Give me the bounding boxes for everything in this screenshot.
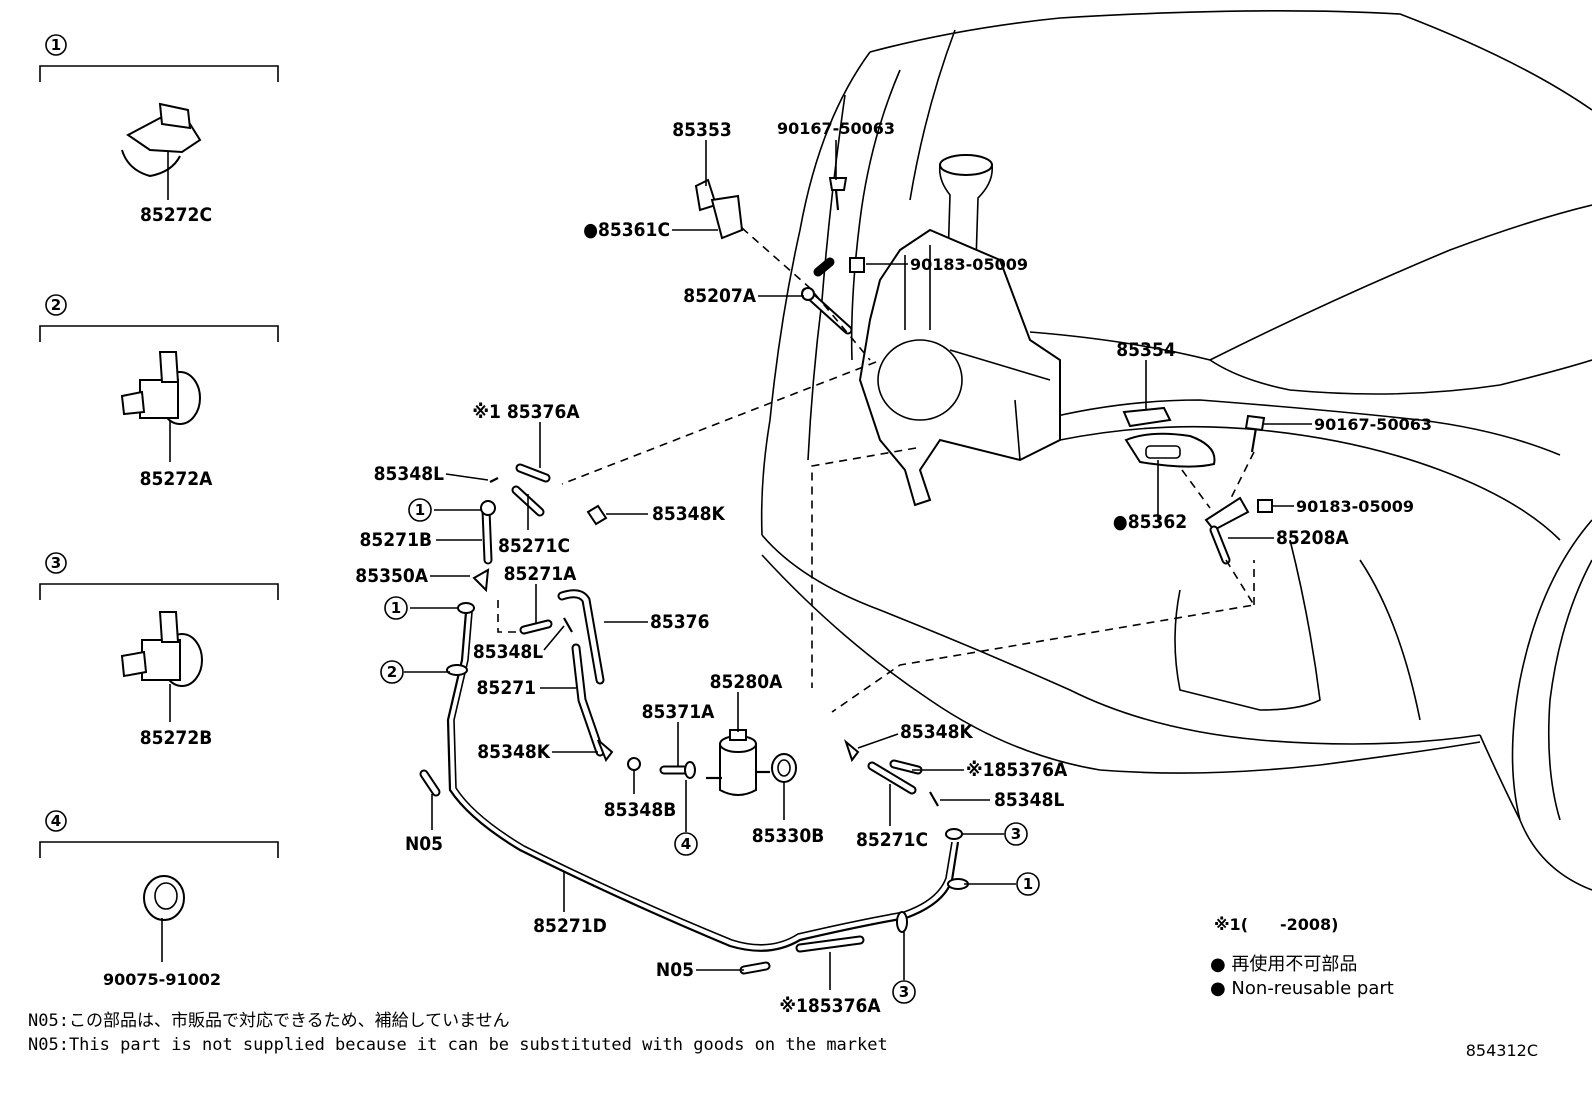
label-85207A: 85207A — [683, 285, 756, 307]
clip-panel-4-circle: 4 — [51, 812, 61, 830]
clip-panel-3: 3 85272B — [39, 552, 279, 749]
note-n05-jp: N05:この部品は、市販品で対応できるため、補給していません — [28, 1011, 510, 1031]
legend-non-reusable-jp: ● 再使用不可部品 — [1210, 954, 1357, 975]
callout-circle-2: 2 — [387, 663, 397, 681]
label-85376A-bottom: ※185376A — [779, 995, 881, 1017]
screw-90167-right-drawing — [1250, 427, 1258, 453]
label-85354: 85354 — [1116, 339, 1176, 361]
label-85271C-left: 85271C — [498, 535, 570, 557]
diagram-code: 854312C — [1466, 1041, 1538, 1060]
clip-90183-right-drawing — [1257, 499, 1273, 513]
clip-panel-1: 1 85272C — [39, 34, 279, 226]
part-85354-drawing — [1122, 406, 1172, 428]
legend-date-note: ※1( -2008) — [1214, 915, 1339, 934]
label-85348L-mid: 85348L — [473, 641, 543, 663]
clip-panel-2: 2 85272A — [39, 294, 279, 490]
label-85348K-mid: 85348K — [477, 741, 550, 763]
callout-circle-1b: 1 — [391, 599, 401, 617]
leader-lines — [404, 140, 1312, 990]
vehicle-body-outline — [760, 10, 1592, 891]
main-hose-85271D — [419, 602, 969, 975]
label-85348K-right: 85348K — [900, 721, 973, 743]
label-N05-left: N05 — [405, 833, 443, 855]
label-85362: ●85362 — [1113, 511, 1187, 533]
callout-circle-1c: 1 — [1023, 875, 1033, 893]
label-85348L-top: 85348L — [374, 463, 444, 485]
clip-90183-top-drawing — [849, 257, 865, 273]
left-nozzle-assembly — [694, 177, 871, 361]
clip-85272B-drawing — [120, 611, 203, 722]
label-85376: 85376 — [650, 611, 709, 633]
label-90183-05009-top: 90183-05009 — [910, 255, 1028, 274]
label-85376A-right: ※185376A — [966, 759, 1068, 781]
clip-panel-3-circle: 3 — [51, 554, 61, 572]
clip-85272A-label: 85272A — [140, 468, 213, 490]
label-85271C-right: 85271C — [856, 829, 928, 851]
label-90167-50063-right: 90167-50063 — [1314, 415, 1432, 434]
label-85361C: ●85361C — [583, 219, 670, 241]
clip-90075-91002-label: 90075-91002 — [103, 970, 221, 989]
nozzle-85207A-drawing — [801, 287, 815, 301]
callout-circles: 1 1 2 4 3 1 3 — [380, 498, 1040, 1004]
grommet-85330B — [771, 753, 797, 783]
note-n05-en: N05:This part is not supplied because it… — [28, 1035, 888, 1055]
callout-circle-1a: 1 — [415, 501, 425, 519]
right-nozzle-assembly — [831, 406, 1273, 713]
clip-85272B-label: 85272B — [140, 727, 213, 749]
dashed-routing — [497, 361, 917, 688]
clip-85272C-label: 85272C — [140, 204, 212, 226]
callout-circle-3b: 3 — [899, 983, 909, 1001]
label-85348B: 85348B — [604, 799, 677, 821]
label-85348K-top: 85348K — [652, 503, 725, 525]
footnotes: N05:この部品は、市販品で対応できるため、補給していません N05:This … — [28, 1011, 1538, 1060]
clip-panel-1-circle: 1 — [51, 36, 61, 54]
label-85271: 85271 — [477, 677, 536, 699]
legend-non-reusable-en: ● Non-reusable part — [1210, 978, 1394, 999]
label-90167-50063-top: 90167-50063 — [777, 119, 895, 138]
label-85350A: 85350A — [355, 565, 428, 587]
part-labels: 85353 90167-50063 ●85361C 90183-05009 85… — [355, 119, 1432, 1017]
part-85361C-drawing — [710, 194, 744, 240]
clip-85272A-drawing — [120, 351, 201, 462]
label-85271B: 85271B — [360, 529, 433, 551]
label-85348L-right: 85348L — [994, 789, 1064, 811]
washer-pump-85280A — [706, 729, 770, 796]
label-85280A: 85280A — [710, 671, 783, 693]
label-90183-05009-right: 90183-05009 — [1296, 497, 1414, 516]
hoses-right — [843, 738, 939, 807]
washer-tank — [858, 154, 1061, 507]
label-85271A: 85271A — [504, 563, 577, 585]
screw-90167-top-drawing — [834, 189, 840, 211]
label-85376A-top: ※1 85376A — [472, 401, 580, 423]
label-85208A: 85208A — [1276, 527, 1349, 549]
clip-panel-2-circle: 2 — [51, 296, 61, 314]
label-85371A: 85371A — [642, 701, 715, 723]
nozzle-85208A-drawing — [1204, 496, 1250, 532]
label-N05-bottom: N05 — [656, 959, 694, 981]
label-85271D: 85271D — [533, 915, 607, 937]
hoses-left — [472, 463, 696, 779]
clip-85272C-drawing — [121, 102, 202, 200]
label-85353: 85353 — [672, 119, 731, 141]
part-85362-drawing — [1124, 432, 1216, 468]
callout-circle-3a: 3 — [1011, 825, 1021, 843]
legend: ※1( -2008) ● 再使用不可部品 ● Non-reusable part — [1210, 915, 1394, 999]
clip-90075-91002-drawing — [143, 875, 185, 962]
label-85330B: 85330B — [752, 825, 825, 847]
clip-panel-4: 4 90075-91002 — [39, 810, 279, 989]
callout-circle-4: 4 — [681, 835, 691, 853]
